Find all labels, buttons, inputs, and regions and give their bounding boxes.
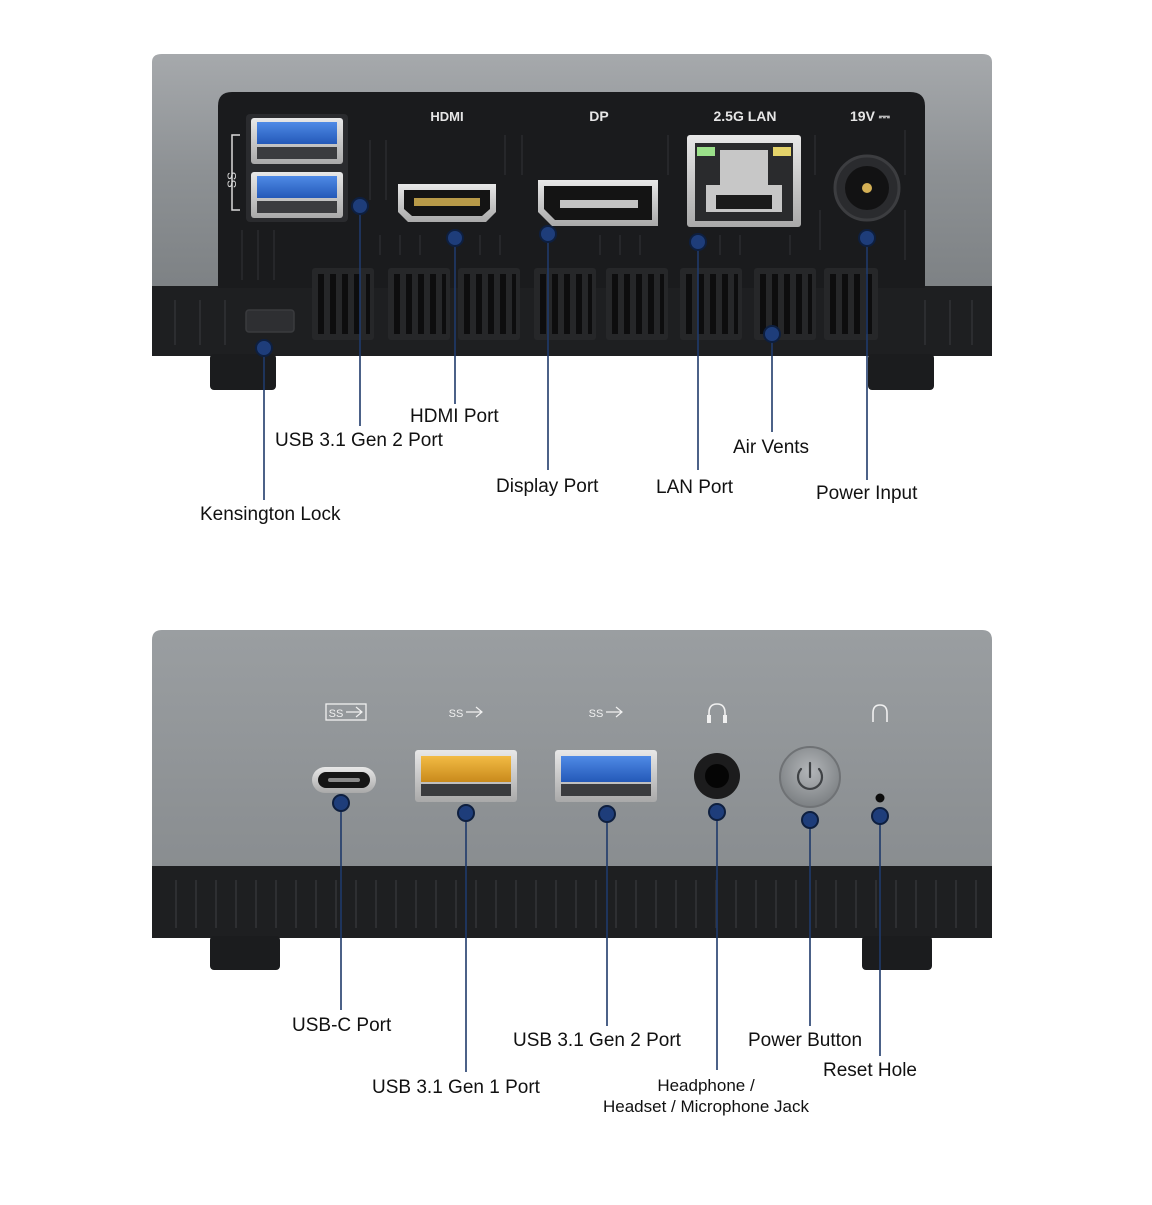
rear-usb-ss-label: SS — [225, 172, 239, 188]
lan-led-yellow — [773, 147, 791, 156]
label-usb-c-port: USB-C Port — [292, 1015, 392, 1036]
front-reset-hole — [872, 704, 888, 803]
rear-callout-dots — [255, 197, 876, 357]
dot-headphone — [708, 803, 726, 821]
dot-usb-c — [332, 794, 350, 812]
usb-a2-ss-logo: SS — [589, 706, 623, 720]
rear-usb-a-stack — [246, 114, 348, 222]
rear-panel-unit: SS HDMI DP 2.5G LAN — [152, 54, 992, 390]
front-panel-unit: SS SS SS — [152, 630, 992, 970]
front-headphone-jack — [694, 703, 740, 799]
rear-displayport: DP — [538, 108, 658, 226]
rear-hdmi-port: HDMI — [398, 109, 496, 222]
dot-vents — [763, 325, 781, 343]
label-reset-hole: Reset Hole — [823, 1060, 917, 1081]
label-headphone-line1: Headphone / — [657, 1076, 755, 1095]
dot-dp — [539, 225, 557, 243]
dot-power-button — [801, 811, 819, 829]
rear-right-foot — [868, 354, 934, 390]
front-right-foot — [862, 936, 932, 970]
usb-c-ss-label: SS — [329, 708, 344, 720]
dot-kensington — [255, 339, 273, 357]
power-icon — [796, 761, 824, 791]
lan-led-green — [697, 147, 715, 156]
rear-usb-ss-mark: SS — [225, 134, 240, 211]
dot-usb-gen1 — [457, 804, 475, 822]
front-band-ribs — [175, 880, 977, 928]
power-marking: 19V ⎓ — [850, 108, 891, 124]
label-air-vents: Air Vents — [733, 437, 810, 458]
front-dark-band — [152, 866, 992, 938]
usb-c-ss-logo: SS — [325, 703, 367, 721]
dot-reset — [871, 807, 889, 825]
kensington-lock-slot — [245, 309, 295, 333]
label-hdmi-port: HDMI Port — [410, 406, 499, 427]
rear-lan-port: 2.5G LAN — [687, 108, 801, 227]
front-power-button — [779, 746, 841, 808]
label-power-input: Power Input — [816, 483, 918, 504]
rear-callouts — [263, 206, 868, 500]
label-usb-gen1-port: USB 3.1 Gen 1 Port — [372, 1077, 540, 1098]
lan-marking: 2.5G LAN — [713, 108, 776, 124]
front-left-foot — [210, 936, 280, 970]
usb-a2-ss-label: SS — [589, 708, 604, 720]
dot-power-input — [858, 229, 876, 247]
label-display-port: Display Port — [496, 476, 599, 497]
label-rear-usb-gen2: USB 3.1 Gen 2 Port — [275, 430, 443, 451]
dot-usb-gen2 — [598, 805, 616, 823]
label-kensington-lock: Kensington Lock — [200, 504, 341, 525]
dp-marking: DP — [589, 108, 608, 124]
rear-panel-texture — [241, 130, 906, 280]
usb-a1-ss-label: SS — [449, 708, 464, 720]
front-callouts — [340, 803, 881, 1072]
front-callout-dots — [332, 794, 889, 829]
label-power-button: Power Button — [748, 1030, 863, 1051]
front-usb-a-gen2-port: SS — [555, 706, 657, 802]
dot-lan — [689, 233, 707, 251]
hdmi-marking: HDMI — [430, 109, 463, 124]
front-usb-a-gen1-port: SS — [415, 706, 517, 802]
dot-rear-usb — [351, 197, 369, 215]
front-silver-shell — [152, 630, 992, 868]
label-lan-port: LAN Port — [656, 477, 734, 498]
rear-power-input: 19V ⎓ — [833, 108, 901, 222]
label-headphone-jack: Headphone / Headset / Microphone Jack — [600, 1075, 812, 1117]
label-front-usb-gen2-port: USB 3.1 Gen 2 Port — [513, 1030, 681, 1051]
dot-hdmi — [446, 229, 464, 247]
usb-a1-ss-logo: SS — [449, 706, 483, 720]
rear-left-foot — [210, 354, 276, 390]
reset-icon — [872, 704, 888, 722]
rear-air-vents — [312, 268, 878, 340]
front-usb-c-port: SS — [312, 703, 376, 793]
label-headphone-line2: Headset / Microphone Jack — [603, 1097, 809, 1116]
rear-band-ribs — [174, 300, 973, 345]
headphone-icon — [708, 703, 726, 722]
